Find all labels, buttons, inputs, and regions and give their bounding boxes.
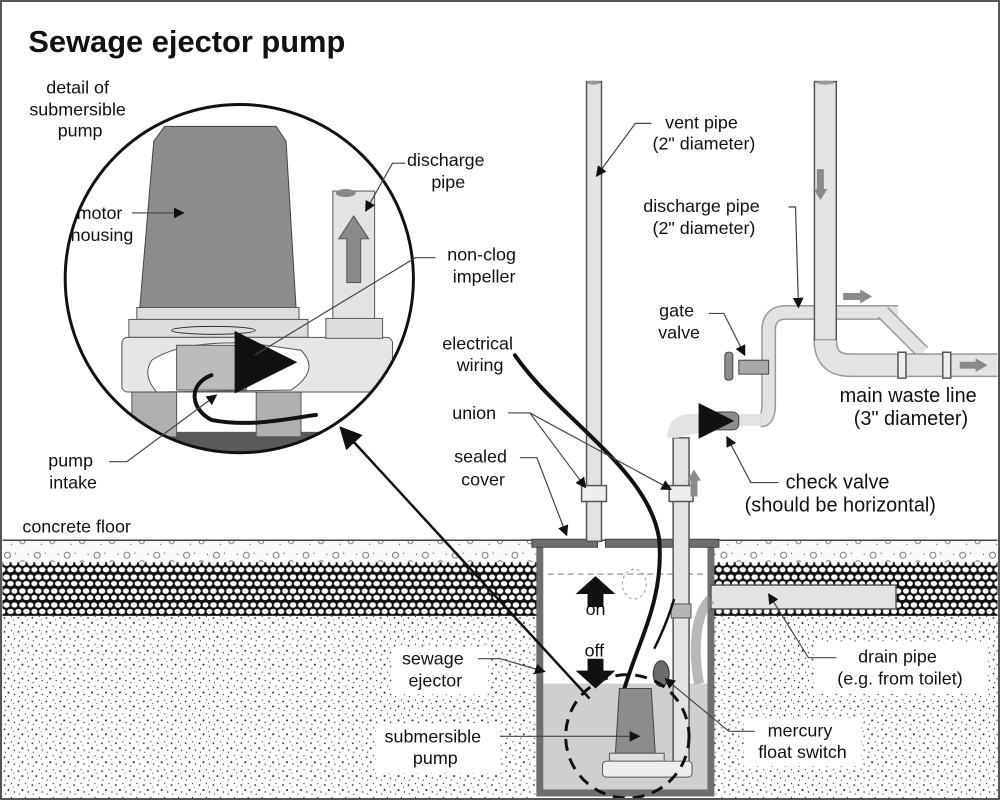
off-arrow-icon xyxy=(575,658,616,689)
drain-pipe xyxy=(690,584,897,685)
main-waste-line xyxy=(813,80,998,379)
detail-callout-circle xyxy=(564,673,691,798)
concrete-floor-label: concrete floor xyxy=(22,516,131,536)
on-label: on xyxy=(586,599,606,619)
inflow-stream xyxy=(690,595,715,685)
pump-detail-view xyxy=(63,102,415,455)
motor-housing-label: motor housing xyxy=(71,203,134,245)
electrical-wiring-label: electrical wiring xyxy=(442,333,518,375)
vent-pipe-label: vent pipe (2" diameter) xyxy=(653,112,756,153)
sealed-cover xyxy=(531,538,720,548)
detail-pointer-arrow xyxy=(339,426,591,700)
vent-union xyxy=(580,484,608,503)
on-arrow-icon xyxy=(575,576,616,607)
union-label: union xyxy=(452,403,496,423)
gate-valve-label: gate valve xyxy=(658,300,700,342)
diagram-title: Sewage ejector pump xyxy=(28,24,345,59)
on-off-indicator: on off xyxy=(575,576,616,689)
submersible-pump xyxy=(601,688,693,778)
main-waste-line-label: main waste line (3" diameter) xyxy=(840,385,983,430)
detail-caption: detail of submersible pump xyxy=(29,78,131,141)
drain-pipe-label: drain pipe (e.g. from toilet) xyxy=(837,647,962,689)
gate-valve xyxy=(724,351,770,381)
pump-intake-label: pump intake xyxy=(48,451,98,493)
float-switch-label: mercury float switch xyxy=(758,720,847,762)
impeller-label: non-clog impeller xyxy=(447,245,521,287)
motor-housing xyxy=(139,125,297,308)
submersible-pump-label: submersible pump xyxy=(385,726,487,768)
impeller xyxy=(176,344,247,391)
sealed-cover-label: sealed cover xyxy=(454,447,512,490)
detail-labels: detail of submersible pump motor housing… xyxy=(29,78,521,493)
discharge-pipe-detail-label: discharge pipe xyxy=(407,150,490,192)
discharge-union xyxy=(668,484,694,503)
off-label: off xyxy=(585,641,605,661)
sewage-ejector-label: sewage ejector xyxy=(402,649,469,691)
float-switch-on-position xyxy=(621,568,647,600)
discharge-pipe-label: discharge pipe (2" diameter) xyxy=(643,196,764,238)
check-valve-label: check valve (should be horizontal) xyxy=(745,472,936,517)
concrete-floor-layer xyxy=(2,540,998,563)
vent-pipe xyxy=(580,80,608,543)
flow-up-arrow-icon xyxy=(337,215,370,284)
check-valve xyxy=(698,402,740,439)
electrical-wiring xyxy=(512,353,662,691)
main-labels: vent pipe (2" diameter) discharge pipe (… xyxy=(22,112,988,774)
discharge-pipe-system xyxy=(667,289,929,777)
